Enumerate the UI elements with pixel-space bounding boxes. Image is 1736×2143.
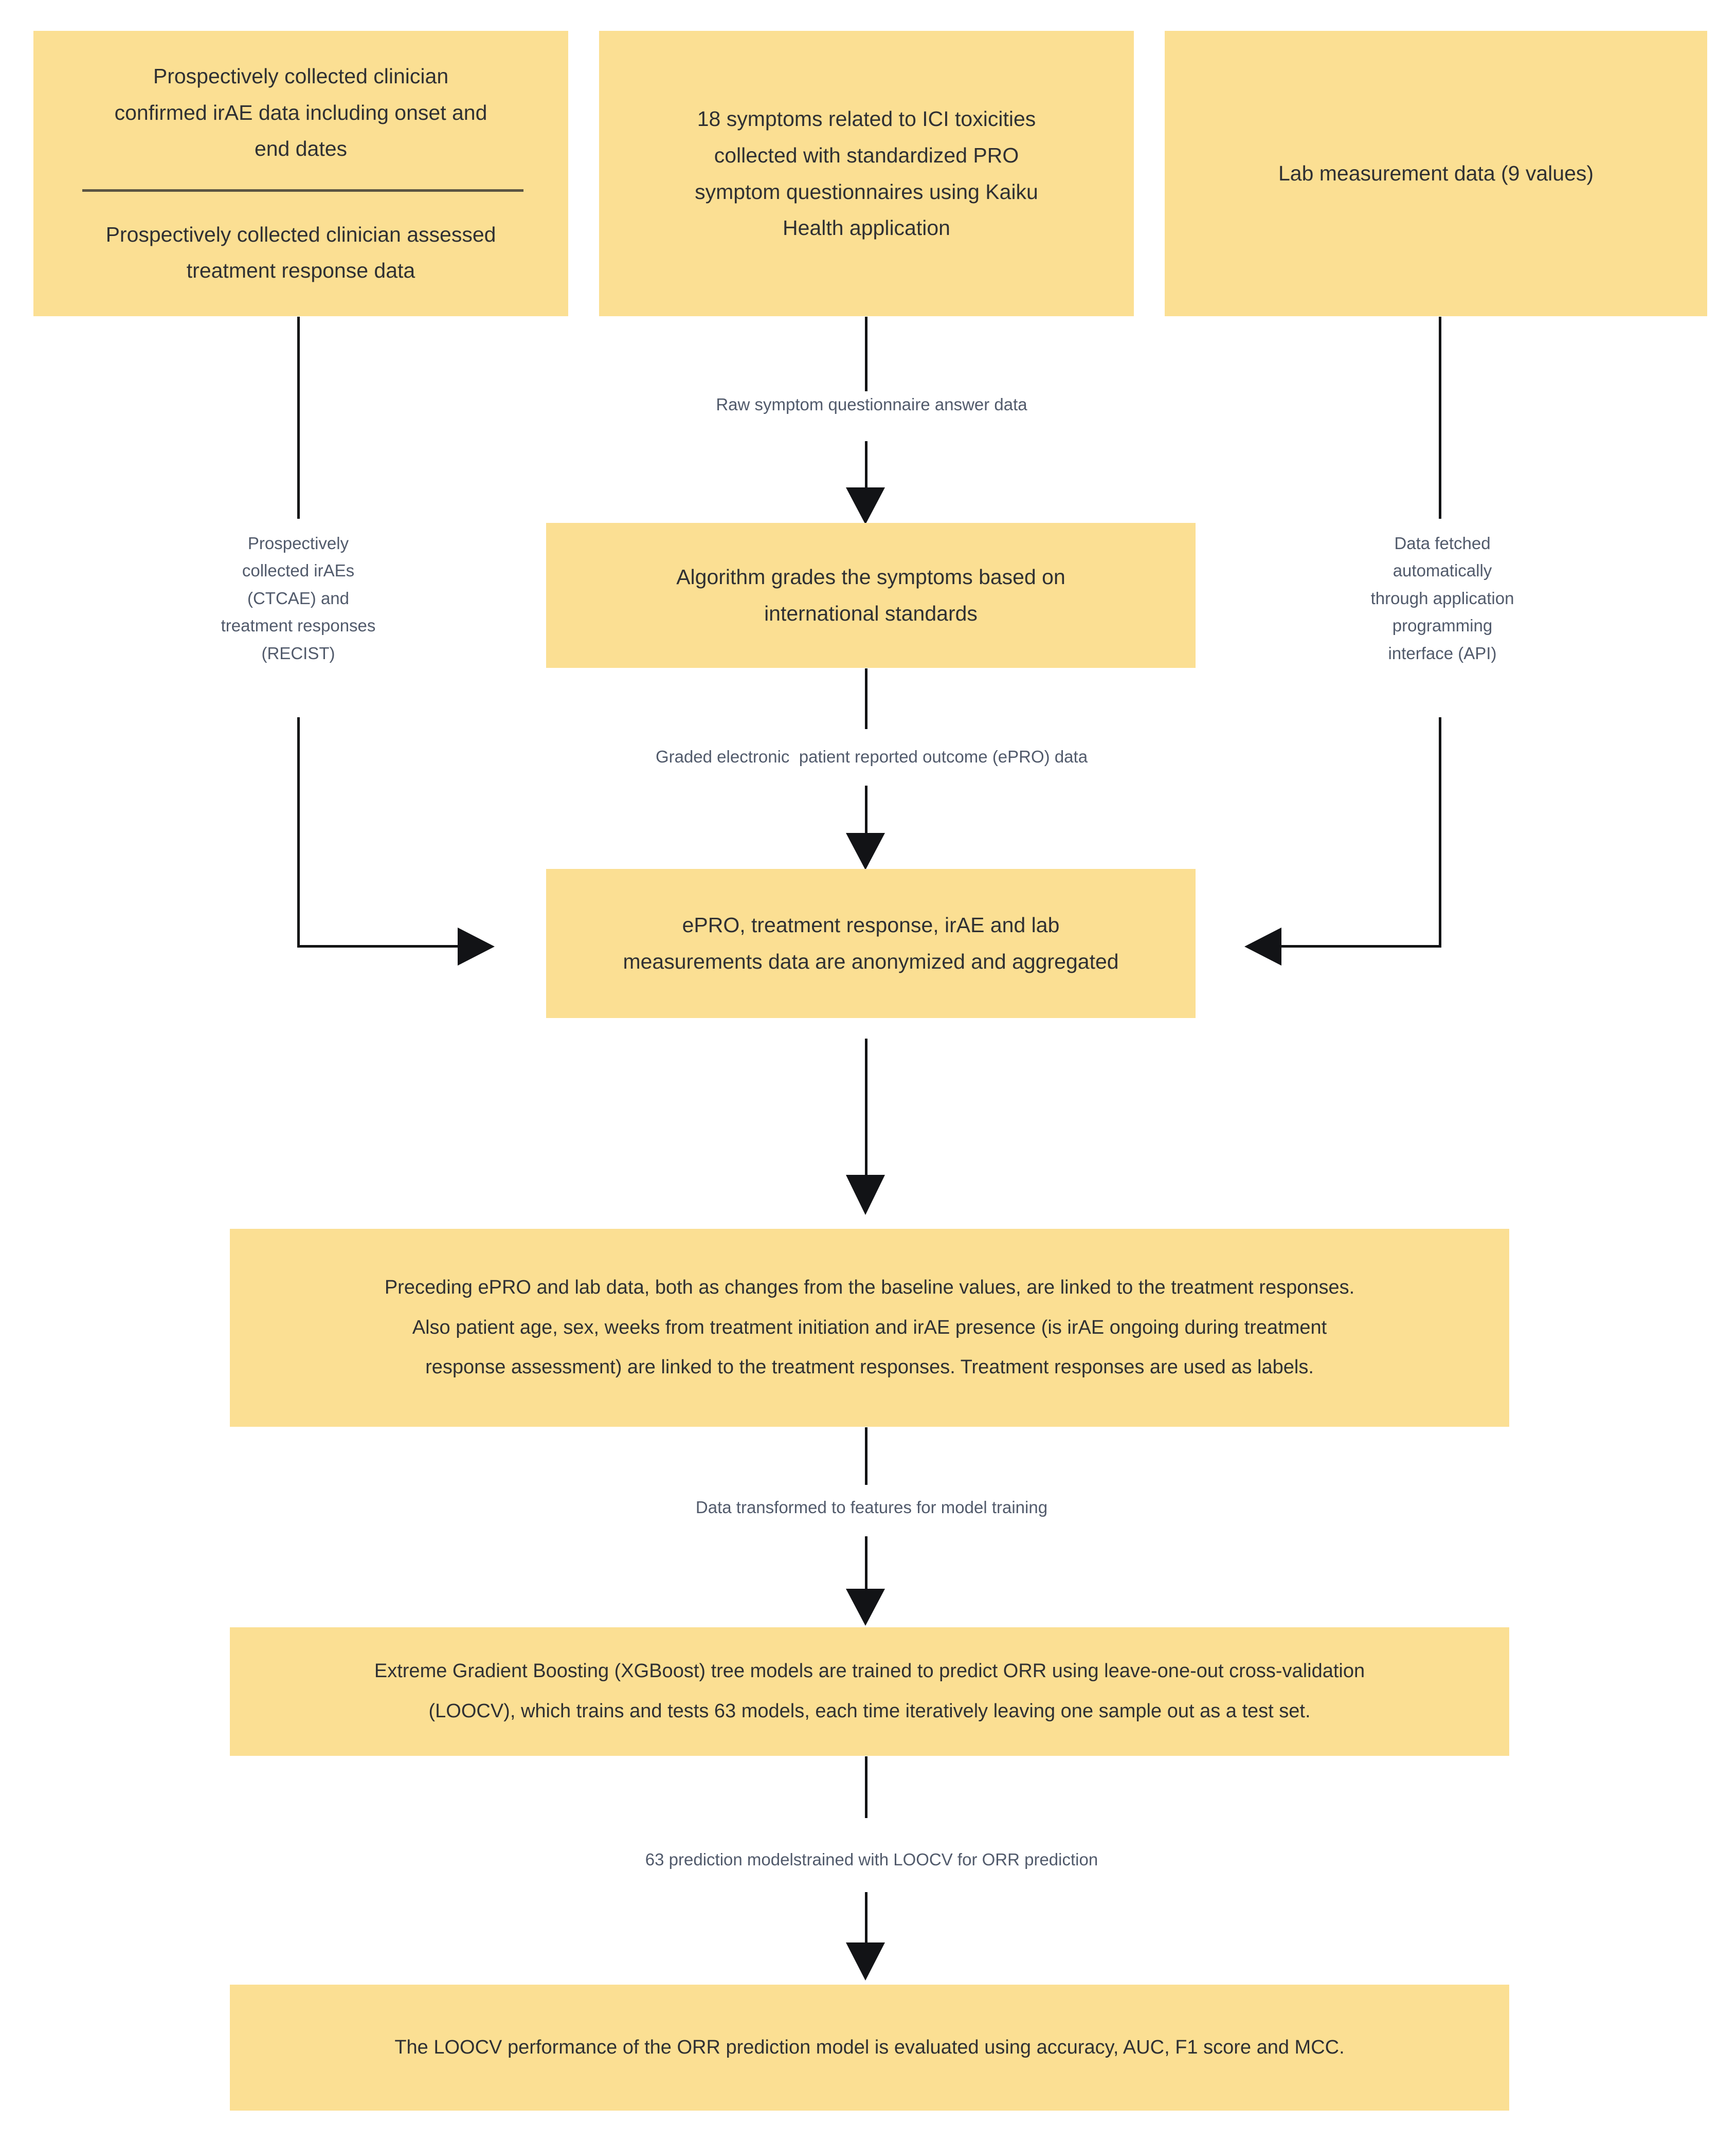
node-irae-line-5: treatment response data <box>186 259 415 283</box>
node-irae-divider <box>82 189 523 192</box>
arrowhead-down-to-linking <box>846 1175 885 1215</box>
node-lab-line-1: Lab measurement data (9 values) <box>1278 161 1594 186</box>
node-irae-line-4: Prospectively collected clinician assess… <box>105 222 496 246</box>
arrowhead-down-to-aggregate <box>846 833 885 870</box>
connector-label-to-aggregate-stem <box>865 786 867 837</box>
connector-algorithm-to-label <box>865 668 867 729</box>
connector-label-to-algorithm-stem <box>865 441 867 492</box>
edge-label-prediction-models: 63 prediction modelstrained with LOOCV f… <box>645 1850 1098 1869</box>
node-xgboost-line-2: (LOOCV), which trains and tests 63 model… <box>428 1700 1311 1722</box>
arrowhead-down-to-xgboost <box>846 1589 885 1626</box>
connector-label-to-xgboost-stem <box>865 1536 867 1593</box>
connector-symptoms-to-label <box>865 317 867 391</box>
node-irae-line-2: confirmed irAE data including onset and <box>114 100 487 124</box>
node-lab-measurements: Lab measurement data (9 values) <box>1165 31 1707 316</box>
arrowhead-right-to-aggregate <box>458 928 495 966</box>
node-irae-line-1: Prospectively collected clinician <box>153 64 449 88</box>
edge-label-raw-symptom: Raw symptom questionnaire answer data <box>716 395 1027 414</box>
node-symptoms: 18 symptoms related to ICI toxicities co… <box>599 31 1134 316</box>
connector-label-to-evaluate-stem <box>865 1892 867 1946</box>
node-symptoms-line-4: Health application <box>783 216 950 240</box>
node-evaluate-line-1: The LOOCV performance of the ORR predict… <box>394 2036 1345 2058</box>
connector-lab-down <box>1439 317 1441 519</box>
connector-linking-to-label <box>865 1427 867 1485</box>
node-algorithm-line-1: Algorithm grades the symptoms based on <box>676 565 1065 589</box>
edge-label-left-branch: Prospectively collected irAEs (CTCAE) an… <box>221 534 376 663</box>
node-linking-line-2: Also patient age, sex, weeks from treatm… <box>412 1316 1327 1338</box>
node-linking-line-1: Preceding ePRO and lab data, both as cha… <box>384 1276 1355 1298</box>
node-irae-data: Prospectively collected clinician confir… <box>33 31 568 316</box>
node-model-evaluation: The LOOCV performance of the ORR predict… <box>230 1985 1509 2111</box>
node-aggregate-line-1: ePRO, treatment response, irAE and lab <box>682 913 1060 937</box>
node-aggregate-line-2: measurements data are anonymized and agg… <box>623 950 1119 973</box>
connector-aggregate-to-linking <box>865 1039 867 1180</box>
node-data-aggregation: ePRO, treatment response, irAE and lab m… <box>546 869 1196 1018</box>
node-xgboost-training: Extreme Gradient Boosting (XGBoost) tree… <box>230 1627 1509 1756</box>
node-irae-line-3: end dates <box>254 137 348 161</box>
node-linking-line-3: response assessment) are linked to the t… <box>425 1356 1314 1378</box>
edge-label-features: Data transformed to features for model t… <box>695 1498 1048 1517</box>
node-xgboost-line-1: Extreme Gradient Boosting (XGBoost) tree… <box>374 1660 1365 1682</box>
connector-irae-right <box>297 945 462 948</box>
arrowhead-down-to-evaluate <box>846 1942 885 1981</box>
node-feature-linking: Preceding ePRO and lab data, both as cha… <box>230 1229 1509 1427</box>
node-algorithm-line-2: international standards <box>764 602 978 625</box>
connector-irae-down <box>297 317 300 519</box>
arrowhead-down-to-algorithm <box>846 487 885 524</box>
connector-irae-down-2 <box>297 717 300 948</box>
edge-label-right-branch: Data fetched automatically through appli… <box>1370 534 1514 663</box>
arrowhead-left-to-aggregate <box>1244 928 1281 966</box>
edge-label-graded-epro: Graded electronic patient reported outco… <box>655 747 1088 766</box>
node-symptoms-line-2: collected with standardized PRO <box>714 143 1019 167</box>
node-symptoms-line-1: 18 symptoms related to ICI toxicities <box>697 107 1036 131</box>
connector-lab-left <box>1280 945 1441 948</box>
node-algorithm-grading: Algorithm grades the symptoms based on i… <box>546 523 1196 668</box>
connector-xgboost-to-label <box>865 1756 867 1818</box>
node-symptoms-line-3: symptom questionnaires using Kaiku <box>695 179 1038 204</box>
connector-lab-down-2 <box>1439 717 1441 948</box>
